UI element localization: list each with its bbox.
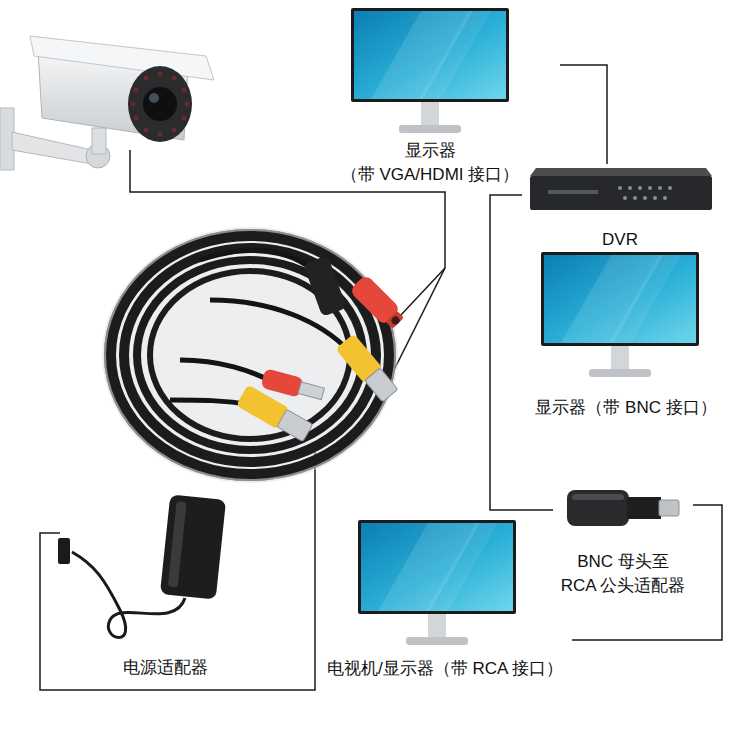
dvr-illustration [530,168,712,210]
cable-clip [303,255,347,317]
adapter-highlight [572,494,624,500]
power-adapter-body [160,494,226,599]
tv-node: 电视机/显示器（带 RCA 接口） [318,515,572,681]
monitor-node: 显示器（带 BNC 接口） [520,248,732,420]
dvr-top [530,168,712,176]
bnc-plug [365,368,398,402]
node-label: 显示器（带 BNC 接口） [535,396,716,420]
ir-leds [158,72,163,77]
bnc-plug [236,385,314,444]
dvr-buttons [653,196,657,200]
dvr-buttons [668,186,672,190]
connector-line [572,505,722,640]
sun-shield [30,36,214,80]
dvr-front [530,176,712,210]
dvr-buttons [623,196,627,200]
bnc-plug [335,334,399,404]
adapter-illustration [567,490,679,526]
dvr-buttons [663,196,667,200]
cable-coil [102,227,407,483]
dvr-buttons [618,186,622,190]
adapter-node: BNC 母头至 RCA 公头适配器 [553,482,693,598]
ir-leds [144,128,149,133]
bnc-plug [277,409,313,441]
coil-loops [110,235,390,475]
dvr-buttons [643,196,647,200]
camera-lens [143,87,177,121]
coil-shine [105,230,395,480]
dvr-strip [548,190,598,194]
dvr-buttons [638,186,642,190]
coil-wrap [102,227,398,483]
dc-male-plug [298,382,324,400]
power-plug [58,538,70,564]
dc-female-plug [349,274,407,332]
dc-female-plug [386,311,404,329]
node-label: BNC 母头至 RCA 公头适配器 [559,550,688,598]
dvr-buttons [628,186,632,190]
mount-arm [12,132,92,164]
dvr-buttons [633,196,637,200]
lens-highlight [149,93,159,103]
node-label: 电源适配器 [123,656,208,680]
power-adapter-highlight [168,501,187,588]
adapter-tip [659,500,679,516]
connector-line [560,65,607,164]
node-label: 显示器 [405,139,456,163]
ir-leds [182,88,187,93]
node-label: 电视机/显示器（带 RCA 接口） [327,657,563,681]
dvr-buttons [618,186,672,200]
camera-front [128,66,192,142]
adapter-collar [627,497,661,519]
connector-line [490,195,553,510]
monitor-illustration [358,520,516,645]
dc-female-plug [349,274,401,326]
dc-male-plug [260,368,304,398]
ir-leds [185,102,190,107]
ir-leds [182,116,187,121]
ir-leds [172,128,177,133]
dc-female-plug [390,315,401,326]
monitor-illustration [351,8,509,133]
node-label: （带 VGA/HDMI 接口） [341,163,520,187]
ir-leds [134,116,139,121]
mount-neck [92,128,106,154]
ir-leds [158,132,163,137]
ir-leds [134,88,139,93]
dvr-node: DVR [522,164,718,252]
monitor-illustration [541,252,699,377]
coil-loops [124,248,376,462]
dvr-buttons [648,186,652,190]
ir-leds [131,102,136,107]
dvr-buttons [658,186,662,190]
ir-leds [144,76,149,81]
adapter-body [567,490,629,526]
ir-leds [172,76,177,81]
coil-loops [110,235,390,475]
camera-illustration [0,36,214,170]
loose-cable [170,250,350,405]
power-adapter-node: 电源适配器 [88,490,242,680]
node-label: DVR [602,228,638,252]
power-adapter-illustration [58,494,226,637]
ir-leds [131,72,190,137]
monitor-node: 显示器（带 VGA/HDMI 接口） [300,5,560,187]
leader-line [400,268,445,316]
